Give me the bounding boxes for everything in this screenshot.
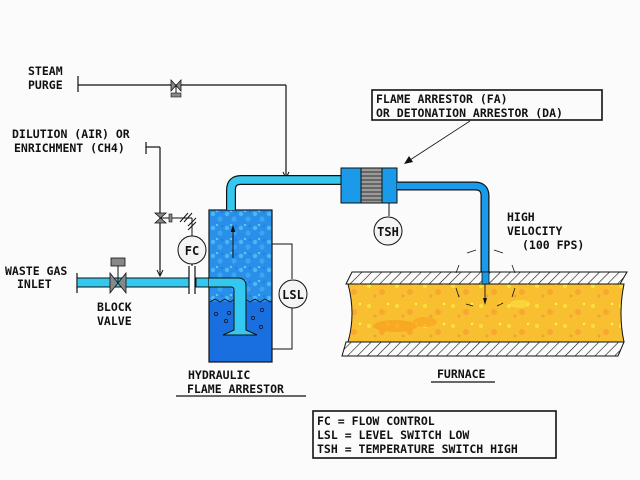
legend-fc: FC = FLOW CONTROL <box>317 414 435 428</box>
steam-purge-label: STEAM PURGE <box>28 64 70 92</box>
furnace <box>341 249 628 357</box>
legend-tsh: TSH = TEMPERATURE SWITCH HIGH <box>317 442 518 456</box>
vessel-outlet-pipe <box>226 175 342 210</box>
svg-text:LSL: LSL <box>282 288 304 302</box>
block-valve-icon[interactable] <box>109 257 127 295</box>
waste-gas-inlet-label: WASTE GAS INLET <box>5 264 74 291</box>
level-switch-low-instrument[interactable]: LSL <box>272 243 308 350</box>
dilution-control-valve-icon[interactable] <box>153 212 197 236</box>
temperature-switch-high-instrument[interactable]: TSH <box>373 203 403 246</box>
high-velocity-label: HIGH VELOCITY (100 FPS) <box>507 210 584 252</box>
steam-purge-line <box>77 76 290 180</box>
dilution-enrichment-label: DILUTION (AIR) OR ENRICHMENT (CH4) <box>12 127 137 155</box>
hydraulic-flame-arrestor-label: HYDRAULIC FLAME ARRESTOR <box>187 368 284 396</box>
svg-text:FC: FC <box>185 244 199 258</box>
furnace-label: FURNACE <box>437 367 486 381</box>
legend-lsl: LSL = LEVEL SWITCH LOW <box>317 428 469 442</box>
flow-control-instrument[interactable]: FC <box>177 235 207 265</box>
hydraulic-flame-arrestor-vessel <box>208 209 273 363</box>
furnace-feed-pipe <box>397 181 490 310</box>
svg-text:FLAME ARRESTOR (FA) OR D: FLAME ARRESTOR (FA) OR DETONATION ARREST… <box>376 92 563 120</box>
svg-text:FC = FLOW CONTROL LSL =: FC = FLOW CONTROL LSL = LEVEL SWITCH LOW… <box>317 414 518 456</box>
block-valve-label: BLOCK VALVE <box>97 300 139 328</box>
svg-text:TSH: TSH <box>377 225 399 239</box>
dilution-line <box>145 142 164 278</box>
legend-box: FC = FLOW CONTROL LSL = LEVEL SWITCH LOW… <box>312 410 557 459</box>
steam-purge-valve-icon[interactable] <box>170 78 182 98</box>
flame-arrestor-unit <box>340 167 398 204</box>
flame-arrestor-callout: FLAME ARRESTOR (FA) OR DETONATION ARREST… <box>371 89 603 164</box>
